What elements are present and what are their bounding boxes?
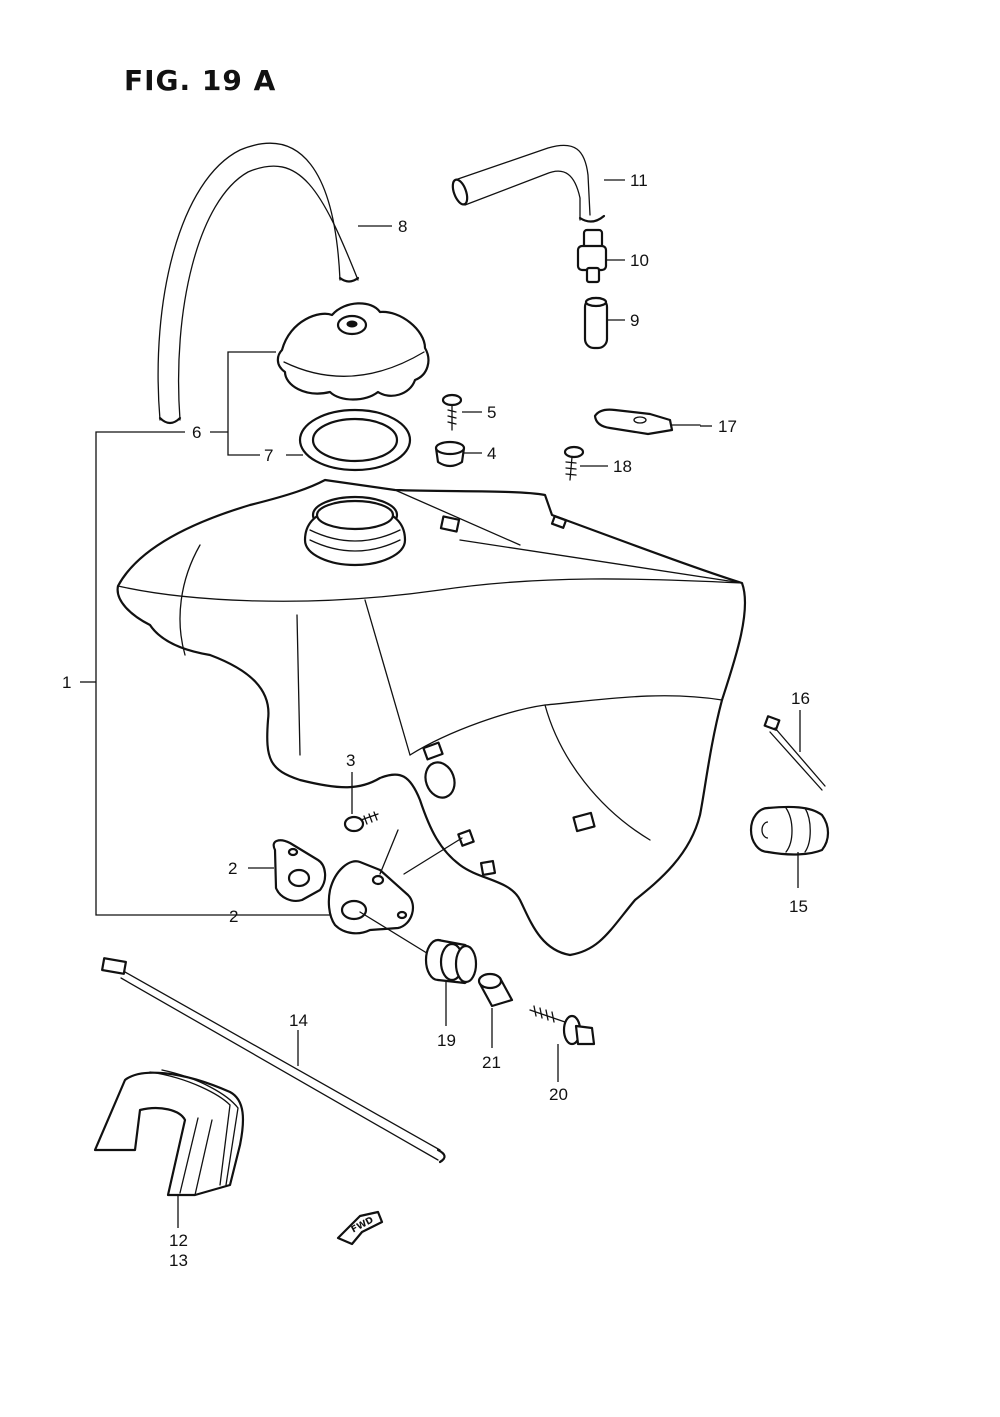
callout-5: 5 [487, 403, 496, 422]
collar-part-21 [477, 972, 514, 1008]
fitting-part-10 [576, 228, 608, 284]
callout-11: 11 [630, 171, 648, 190]
fuel-cap-part-6 [276, 302, 430, 401]
figure-title: FIG. 19 A [124, 64, 276, 97]
callout-16: 16 [791, 689, 810, 708]
forward-direction-marker: FWD [336, 1210, 384, 1246]
callout-18: 18 [613, 457, 632, 476]
callout-14: 14 [289, 1011, 308, 1030]
callout-17: 17 [718, 417, 737, 436]
bolt-part-3 [343, 811, 379, 833]
damper-part-15 [749, 805, 830, 856]
grommet-part-19 [424, 938, 478, 985]
callout-4: 4 [487, 444, 496, 463]
callout-7: 7 [264, 446, 273, 465]
screw-part-5 [441, 393, 463, 431]
cable-tie-part-14 [101, 957, 446, 1164]
callout-12: 12 [169, 1231, 188, 1250]
cable-tie-part-16 [763, 715, 826, 791]
screw-part-18 [563, 445, 585, 481]
cushion-part-12-13 [93, 1069, 245, 1197]
hose-part-11 [451, 144, 606, 223]
callout-8: 8 [398, 217, 407, 236]
bracket-part-2-upper [272, 839, 327, 902]
bracket-part-2-lower [327, 860, 415, 935]
bolt-part-20 [529, 1005, 596, 1046]
callout-2-lower: 2 [229, 907, 238, 926]
callout-13: 13 [169, 1251, 188, 1270]
gasket-part-7 [298, 408, 412, 472]
callout-21: 21 [482, 1053, 501, 1072]
callout-3: 3 [346, 751, 355, 770]
nut-part-4 [434, 440, 466, 468]
callout-15: 15 [789, 897, 808, 916]
callout-10: 10 [630, 251, 649, 270]
callout-19: 19 [437, 1031, 456, 1050]
sleeve-part-9 [583, 296, 609, 350]
callout-labels: 1 2 2 3 4 5 6 7 8 9 10 11 12 13 14 15 16… [62, 171, 810, 1270]
callout-2-upper: 2 [228, 859, 237, 878]
callout-1: 1 [62, 673, 71, 692]
clamp-part-17 [593, 408, 701, 436]
breather-hose-part-8 [157, 142, 360, 425]
fuel-tank-part-1 [116, 478, 747, 957]
callout-20: 20 [549, 1085, 568, 1104]
leader-lines [80, 179, 801, 1228]
callout-9: 9 [630, 311, 639, 330]
callout-6: 6 [192, 423, 201, 442]
